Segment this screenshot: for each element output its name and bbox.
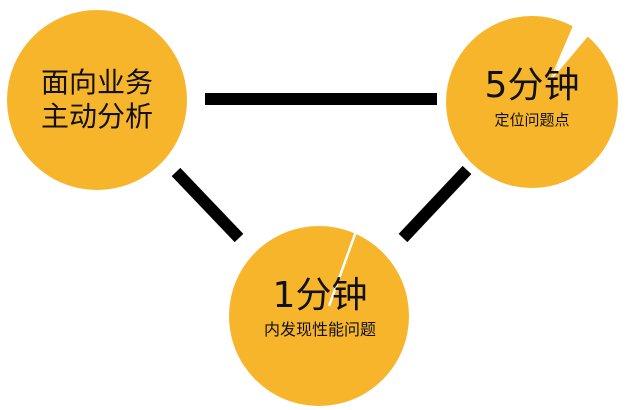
- connector-right-bottom: [398, 165, 472, 243]
- node-left-label: 面向业务 主动分析: [17, 66, 177, 134]
- connector-left-right: [205, 93, 437, 105]
- connector-left-bottom: [171, 167, 244, 243]
- node-left-circle: [7, 10, 187, 190]
- node-left-line-1: 面向业务: [40, 66, 153, 99]
- node-bottom-circle: [229, 225, 409, 406]
- node-right-subtitle: 定位问题点: [494, 111, 570, 129]
- node-right-title: 5分钟: [484, 65, 580, 106]
- node-left-line-2: 主动分析: [40, 100, 153, 133]
- node-bottom-label: 1分钟 内发现性能问题: [232, 276, 408, 340]
- node-right-circle: [446, 14, 618, 188]
- node-bottom-title: 1分钟: [272, 275, 368, 316]
- node-right-label: 5分钟 定位问题点: [452, 66, 612, 130]
- node-bottom-subtitle: 内发现性能问题: [263, 320, 376, 339]
